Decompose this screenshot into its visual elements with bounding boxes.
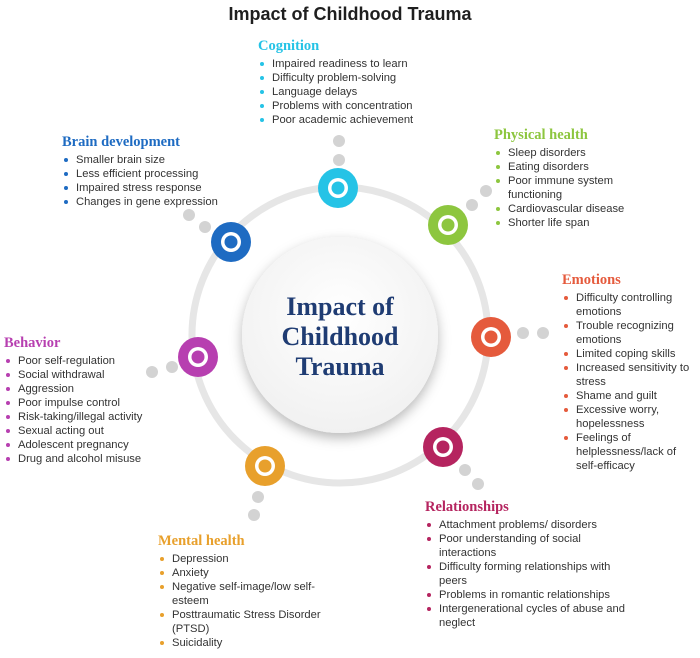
list-item: Increased sensitivity to stress [562, 361, 698, 389]
list-item: Shorter life span [494, 216, 644, 230]
list-item: Impaired readiness to learn [258, 57, 458, 71]
physical-health-list: Sleep disorders Eating disorders Poor im… [494, 146, 644, 230]
list-item: Impaired stress response [62, 181, 232, 195]
cognition-node-core [331, 181, 345, 195]
behavior-heading: Behavior [4, 335, 61, 351]
page-title: Impact of Childhood Trauma [228, 4, 472, 24]
connector-dot [459, 464, 471, 476]
center-hub [242, 237, 438, 433]
list-item: Difficulty forming relationships with pe… [425, 560, 625, 588]
connector-dot [333, 154, 345, 166]
list-item: Aggression [4, 382, 180, 396]
list-item: Poor impulse control [4, 396, 180, 410]
connector-dot [537, 327, 549, 339]
list-item: Shame and guilt [562, 389, 698, 403]
list-item: Social withdrawal [4, 368, 180, 382]
list-item: Difficulty controlling emotions [562, 291, 698, 319]
center-label-line: Impact of [286, 292, 394, 321]
relationships-block: Relationships Attachment problems/ disor… [425, 499, 625, 630]
cognition-list: Impaired readiness to learn Difficulty p… [258, 57, 458, 127]
list-item: Drug and alcohol misuse [4, 452, 180, 466]
center-label: Impact of Childhood Trauma [260, 292, 420, 382]
relationships-heading: Relationships [425, 499, 509, 515]
behavior-block: Behavior Poor self-regulation Social wit… [4, 335, 180, 466]
physical-node-core [441, 218, 455, 232]
list-item: Poor self-regulation [4, 354, 180, 368]
mental-health-list: Depression Anxiety Negative self-image/l… [158, 552, 328, 650]
list-item: Problems in romantic relationships [425, 588, 625, 602]
connector-dot [248, 509, 260, 521]
list-item: Feelings of helplessness/lack of self-ef… [562, 431, 698, 473]
list-item: Limited coping skills [562, 347, 698, 361]
list-item: Sexual acting out [4, 424, 180, 438]
connector-dot [166, 361, 178, 373]
connector-dot [333, 135, 345, 147]
emotions-block: Emotions Difficulty controlling emotions… [562, 272, 698, 473]
brain-development-list: Smaller brain size Less efficient proces… [62, 153, 232, 209]
list-item: Excessive worry, hopelessness [562, 403, 698, 431]
list-item: Adolescent pregnancy [4, 438, 180, 452]
list-item: Less efficient processing [62, 167, 232, 181]
relationships-node-core [436, 440, 450, 454]
list-item: Language delays [258, 85, 458, 99]
brain-development-heading: Brain development [62, 134, 181, 150]
connector-dot [199, 221, 211, 233]
list-item: Smaller brain size [62, 153, 232, 167]
physical-health-block: Physical health Sleep disorders Eating d… [494, 127, 644, 230]
emotions-heading: Emotions [562, 272, 621, 288]
brain-development-block: Brain development Smaller brain size Les… [62, 134, 232, 209]
list-item: Risk-taking/illegal activity [4, 410, 180, 424]
list-item: Depression [158, 552, 328, 566]
mental-health-heading: Mental health [158, 533, 245, 549]
physical-health-heading: Physical health [494, 127, 588, 143]
emotions-list: Difficulty controlling emotions Trouble … [562, 291, 698, 473]
cognition-block: Cognition Impaired readiness to learn Di… [258, 38, 458, 127]
connector-dot [183, 209, 195, 221]
list-item: Changes in gene expression [62, 195, 232, 209]
list-item: Suicidality [158, 636, 328, 650]
connector-dot [517, 327, 529, 339]
mental-node-core [258, 459, 272, 473]
connector-dot [252, 491, 264, 503]
mental-health-block: Mental health Depression Anxiety Negativ… [158, 533, 328, 650]
behavior-list: Poor self-regulation Social withdrawal A… [4, 354, 180, 466]
list-item: Poor academic achievement [258, 113, 458, 127]
list-item: Cardiovascular disease [494, 202, 644, 216]
connector-dot [466, 199, 478, 211]
list-item: Anxiety [158, 566, 328, 580]
behavior-node-core [191, 350, 205, 364]
list-item: Eating disorders [494, 160, 644, 174]
center-label-line: Childhood [281, 322, 399, 351]
list-item: Attachment problems/ disorders [425, 518, 625, 532]
list-item: Posttraumatic Stress Disorder (PTSD) [158, 608, 328, 636]
list-item: Intergenerational cycles of abuse and ne… [425, 602, 625, 630]
connector-dot [472, 478, 484, 490]
connector-dot [146, 366, 158, 378]
emotions-node-core [484, 330, 498, 344]
brain-node-core [224, 235, 238, 249]
connector-dot [480, 185, 492, 197]
list-item: Trouble recognizing emotions [562, 319, 698, 347]
list-item: Sleep disorders [494, 146, 644, 160]
list-item: Difficulty problem-solving [258, 71, 458, 85]
list-item: Problems with concentration [258, 99, 458, 113]
center-label-line: Trauma [295, 352, 385, 381]
list-item: Poor understanding of social interaction… [425, 532, 625, 560]
relationships-list: Attachment problems/ disorders Poor unde… [425, 518, 625, 630]
list-item: Poor immune system functioning [494, 174, 644, 202]
list-item: Negative self-image/low self-esteem [158, 580, 328, 608]
cognition-heading: Cognition [258, 38, 320, 54]
